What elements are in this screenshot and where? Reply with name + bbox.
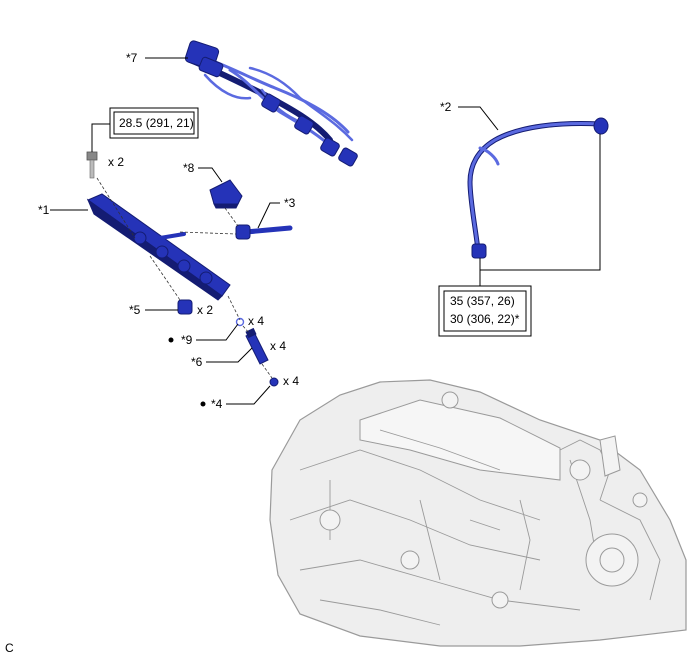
callout-part-7: *7	[126, 51, 138, 65]
engine-shape	[441, 391, 459, 409]
engine-shape	[569, 459, 591, 481]
callout-part-4: *4	[211, 397, 223, 411]
engine-shape	[419, 499, 441, 581]
fuel-delivery-pipe-part-1	[86, 193, 231, 301]
callout-part-6: *6	[191, 355, 203, 369]
gasket-part-4	[269, 377, 279, 387]
quantity-bolt: x 2	[108, 155, 124, 169]
protector-part-8	[209, 179, 243, 209]
engine-shape	[299, 449, 541, 521]
callout-part-8: *8	[183, 161, 195, 175]
illustration-code: C	[5, 641, 14, 655]
engine-shape	[491, 591, 509, 609]
fuel-injector-part-6	[245, 327, 269, 365]
fuel-hose-part-3	[235, 224, 293, 240]
quantity-part-9: x 4	[248, 314, 264, 328]
bolt-torque-box: 28.5 (291, 21)	[109, 107, 199, 139]
engine-shape	[559, 439, 611, 501]
engine-shape	[400, 550, 420, 570]
callout-part-3: *3	[284, 196, 296, 210]
callout-part-5: *5	[129, 303, 141, 317]
bullet-icon	[168, 337, 174, 343]
engine-shape	[319, 509, 341, 531]
wire-harness-part-7	[184, 40, 358, 167]
engine-shape	[469, 519, 501, 531]
quantity-part-6: x 4	[270, 339, 286, 353]
quantity-labels: x 2 x 2 x 4 x 4 x 4	[108, 155, 299, 388]
non-reusable-markers	[168, 337, 206, 407]
quantity-part-5: x 2	[197, 303, 213, 317]
callout-part-1: *1	[38, 203, 50, 217]
o-ring-part-9	[235, 317, 245, 327]
quantity-part-4: x 4	[283, 374, 299, 388]
engine-shape	[599, 547, 625, 573]
leader-lines	[50, 57, 601, 405]
engine-shape	[319, 599, 441, 626]
engine-shape	[519, 499, 531, 591]
engine-shape	[379, 429, 501, 471]
bolt-torque-value: 28.5 (291, 21)	[119, 116, 194, 130]
assembly-guide-lines	[96, 177, 273, 379]
callout-part-9: *9	[181, 333, 193, 347]
pipe-torque-value-1: 35 (357, 26)	[450, 294, 515, 308]
engine-shape	[599, 435, 621, 477]
engine-block-illustration	[269, 379, 687, 647]
fuel-pipe-part-2	[467, 117, 609, 259]
pipe-torque-box: 35 (357, 26) 30 (306, 22)*	[438, 285, 532, 337]
bolt	[86, 151, 98, 179]
insulator-part-5	[177, 299, 193, 315]
bullet-icon	[200, 401, 206, 407]
callout-part-2: *2	[440, 100, 452, 114]
engine-shape	[632, 492, 648, 508]
engine-shape	[599, 499, 661, 601]
callout-labels: *7 *2 *8 *3 *1 *5 *9 *6 *4	[38, 51, 452, 411]
engine-shape	[269, 379, 687, 647]
engine-shape	[299, 559, 581, 611]
pipe-torque-value-2: 30 (306, 22)*	[450, 312, 520, 326]
